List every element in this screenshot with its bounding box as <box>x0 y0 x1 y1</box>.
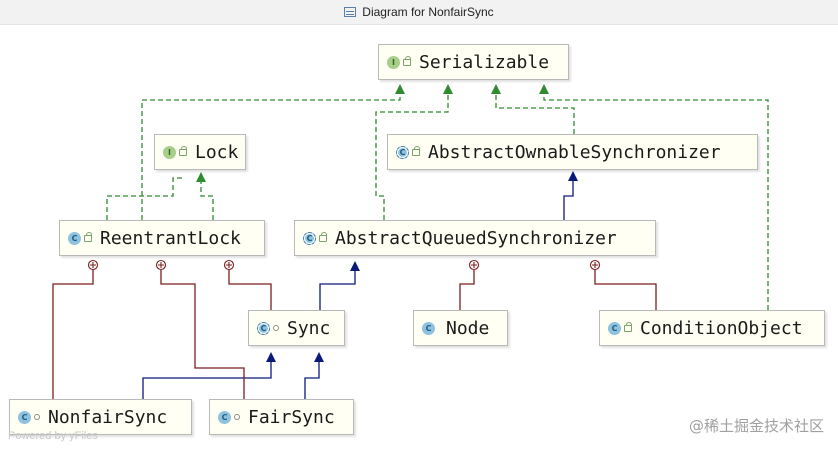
node-lock[interactable]: I Lock <box>154 134 246 170</box>
node-abstract-queued-synchronizer[interactable]: C AbstractQueuedSynchronizer <box>294 220 656 256</box>
edge-aqs-conditionobject <box>594 270 657 310</box>
edge-fair-sync <box>304 360 320 399</box>
node-label: FairSync <box>248 406 335 428</box>
node-label: Serializable <box>419 51 550 73</box>
node-label: AbstractQueuedSynchronizer <box>335 227 617 249</box>
abstract-class-icon: C <box>396 145 409 159</box>
class-icon: C <box>18 410 31 424</box>
class-icon: C <box>422 321 435 335</box>
class-icon: C <box>608 321 621 335</box>
edge-aqs-node <box>459 270 475 310</box>
node-label: NonfairSync <box>48 406 168 428</box>
interface-icon: I <box>387 55 400 69</box>
brand-watermark: @稀土掘金技术社区 <box>688 417 824 435</box>
window-title-bar: Diagram for NonfairSync <box>0 0 838 25</box>
node-label: AbstractOwnableSynchronizer <box>428 141 721 163</box>
abstract-class-icon: C <box>303 231 316 245</box>
interface-icon: I <box>163 145 176 159</box>
window-title: Diagram for NonfairSync <box>362 5 494 19</box>
edge-aos-serializable <box>495 86 575 134</box>
node-node[interactable]: C Node <box>413 310 508 346</box>
package-private-icon <box>34 414 40 420</box>
node-sync[interactable]: C Sync <box>248 310 345 346</box>
node-fair-sync[interactable]: C FairSync <box>209 399 354 435</box>
edge-sync-aqs <box>319 269 356 310</box>
class-icon: C <box>68 231 81 245</box>
edge-conditionobject-serializable <box>543 86 769 310</box>
edge-nonfair-sync <box>142 360 272 399</box>
public-lock-icon <box>412 145 420 156</box>
edge-reentrantlock-lock-2 <box>200 176 214 220</box>
node-label: Lock <box>195 141 239 163</box>
public-lock-icon <box>179 145 187 156</box>
edge-reentrantlock-lock <box>106 177 185 220</box>
class-icon: C <box>218 410 231 424</box>
edge-aqs-aos <box>563 179 574 220</box>
public-lock-icon <box>319 231 327 242</box>
edge-reentrantlock-fair <box>160 270 245 399</box>
node-label: ConditionObject <box>640 317 803 339</box>
edge-reentrantlock-nonfair <box>52 270 94 399</box>
package-private-icon <box>234 414 240 420</box>
node-nonfair-sync[interactable]: C NonfairSync <box>9 399 192 435</box>
node-label: Sync <box>287 317 331 339</box>
node-label: ReentrantLock <box>100 227 241 249</box>
node-label: Node <box>446 317 490 339</box>
public-lock-icon <box>403 55 411 66</box>
node-reentrant-lock[interactable]: C ReentrantLock <box>59 220 265 256</box>
package-private-icon <box>273 325 279 331</box>
node-abstract-ownable-synchronizer[interactable]: C AbstractOwnableSynchronizer <box>387 134 758 170</box>
edge-aqs-serializable <box>375 86 449 220</box>
public-lock-icon <box>624 321 632 332</box>
node-condition-object[interactable]: C ConditionObject <box>599 310 825 346</box>
diagram-icon <box>344 7 357 17</box>
node-serializable[interactable]: I Serializable <box>378 44 569 80</box>
public-lock-icon <box>84 231 92 242</box>
abstract-class-icon: C <box>257 321 270 335</box>
diagram-canvas[interactable]: I Serializable I Lock C AbstractOwnableS… <box>0 24 838 453</box>
yfiles-watermark: Powered by yFiles <box>8 430 98 442</box>
diagram-edges <box>52 84 769 399</box>
edge-reentrantlock-sync <box>228 270 272 310</box>
